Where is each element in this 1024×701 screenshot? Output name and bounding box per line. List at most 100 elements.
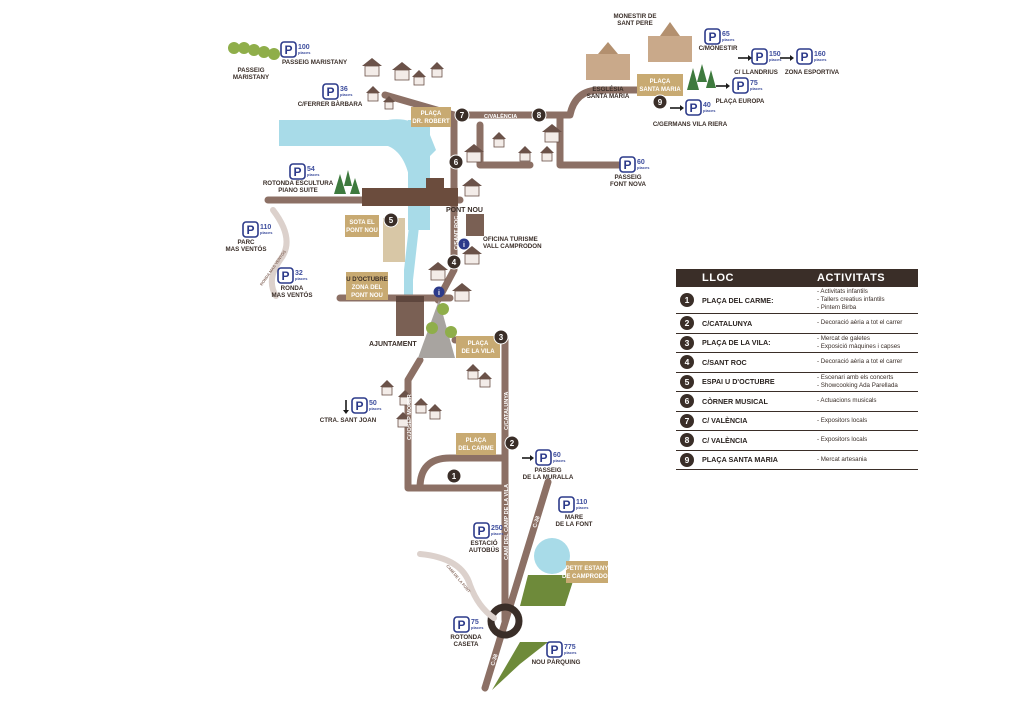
legend-activity: - Mercat de galetes xyxy=(817,334,870,342)
legend-place: ESPAI U D'OCTUBRE xyxy=(702,377,775,387)
label-c-sant-roc: C/SANT ROC xyxy=(454,216,460,250)
legend-activity: - Decoració aèria a tot el carrer xyxy=(817,358,903,366)
label-c38-bottom: C-38 xyxy=(490,653,499,666)
square-zona-pont-nou[interactable]: U D'OCTUBRE ZONA DEL PONT NOU xyxy=(346,272,388,300)
parking-name: ROTONDA ESCULTURA xyxy=(263,180,334,187)
trees xyxy=(228,42,716,338)
legend-place: C/CATALUNYA xyxy=(702,318,753,328)
square-carme[interactable]: PLAÇA DEL CARME xyxy=(456,433,496,455)
parking-name: PASSEIG MARISTANY xyxy=(282,59,348,66)
legend-header: LLOC ACTIVITATS xyxy=(676,269,918,287)
legend-activity: - Exposició màquines i capses xyxy=(817,342,901,350)
label-c-valencia: C/VALÈNCIA xyxy=(484,112,517,120)
activity-marker-5[interactable]: 5 xyxy=(383,212,399,228)
label-oficina-l2: VALL CAMPRODON xyxy=(483,243,542,250)
label-esglesia-l2: SANTA MARIA xyxy=(587,93,630,100)
svg-text:PONT NOU: PONT NOU xyxy=(351,293,383,299)
road-vila-east xyxy=(451,336,509,492)
activity-marker-6[interactable]: 6 xyxy=(448,154,464,170)
square-dr-robert[interactable]: PLAÇA DR. ROBERT xyxy=(411,107,451,127)
activity-marker-8[interactable]: 8 xyxy=(531,107,547,123)
legend-activity: - Expositors locals xyxy=(817,436,868,444)
svg-text:2: 2 xyxy=(510,439,515,448)
parking-capacity: 110 xyxy=(576,499,587,506)
activity-marker-7[interactable]: 7 xyxy=(454,107,470,123)
legend-number-badge: 8 xyxy=(680,433,694,448)
parking-icon: P xyxy=(246,223,254,237)
bridge xyxy=(362,188,458,206)
bridge-structure xyxy=(383,218,405,262)
parking-icon: P xyxy=(800,50,808,64)
legend-number-badge: 6 xyxy=(680,394,694,409)
square-santa-maria[interactable]: PLAÇA SANTA MARIA xyxy=(637,74,683,96)
parking-capacity: 250 xyxy=(491,525,503,532)
activity-marker-1[interactable]: 1 xyxy=(446,468,462,484)
info-point-vila[interactable]: i xyxy=(433,286,445,298)
activity-marker-4[interactable]: 4 xyxy=(446,254,462,270)
esglesia-building xyxy=(586,42,630,80)
activity-marker-3[interactable]: 3 xyxy=(493,329,509,345)
parking-name: C/FERRER BÀRBARA xyxy=(298,101,363,108)
square-vila[interactable]: PLAÇA DE LA VILA xyxy=(456,336,500,358)
parking-unit: places xyxy=(307,172,320,177)
parking-name: DE LA MURALLA xyxy=(523,474,574,481)
parking-capacity: 60 xyxy=(637,159,645,166)
legend-number-badge: 9 xyxy=(680,452,694,467)
label-cami-camp: CAMÍ DEL CAMP DE LA VILA xyxy=(502,484,510,560)
square-petit-estany[interactable]: PETIT ESTANY DE CAMPRODON xyxy=(562,561,612,583)
green-area-estany xyxy=(520,575,575,606)
legend-activities: - Expositors locals xyxy=(817,436,918,444)
legend-number-badge: 3 xyxy=(680,335,694,350)
parking-unit: places xyxy=(295,276,308,281)
legend-activities: - Expositors locals xyxy=(817,417,918,425)
svg-text:4: 4 xyxy=(452,258,457,267)
svg-text:SOTA EL: SOTA EL xyxy=(349,220,375,226)
legend-activities: - Decoració aèria a tot el carrer xyxy=(817,358,918,366)
parking-name: ESTACIÓ xyxy=(470,539,497,547)
parking-icon: P xyxy=(755,50,763,64)
roundabout xyxy=(487,603,523,639)
parking-icon: P xyxy=(281,269,289,283)
svg-text:DE LA VILA: DE LA VILA xyxy=(461,349,495,355)
parking-icon: P xyxy=(539,451,547,465)
activity-marker-9[interactable]: 9 xyxy=(652,94,668,110)
label-c-josep-morer: C/JOSEP MORER xyxy=(407,394,413,440)
parking-name: CTRA. SANT JOAN xyxy=(320,417,377,424)
parking-name: PLAÇA EUROPA xyxy=(716,98,765,105)
info-point-oficina[interactable]: i xyxy=(458,238,470,250)
parking-name: DE LA FONT xyxy=(556,521,593,528)
label-ajuntament: AJUNTAMENT xyxy=(369,341,417,348)
svg-text:5: 5 xyxy=(389,216,394,225)
legend-number-badge: 4 xyxy=(680,355,694,370)
parking-capacity: 50 xyxy=(369,400,377,407)
road-valencia-inner xyxy=(476,121,534,169)
ajuntament-building xyxy=(396,296,424,336)
activity-marker-2[interactable]: 2 xyxy=(504,435,520,451)
road-josep-morer xyxy=(404,356,509,492)
parking-icon: P xyxy=(457,618,465,632)
parking-capacity: 160 xyxy=(814,51,826,58)
parking-name: MAS VENTÓS xyxy=(272,291,313,299)
parking-name: MARE xyxy=(565,514,583,521)
svg-text:U D'OCTUBRE: U D'OCTUBRE xyxy=(346,277,387,283)
square-dr-robert-line2: DR. ROBERT xyxy=(412,119,450,125)
square-sota-pont-nou[interactable]: SOTA EL PONT NOU xyxy=(345,215,379,237)
road-ronda-left xyxy=(268,207,290,299)
